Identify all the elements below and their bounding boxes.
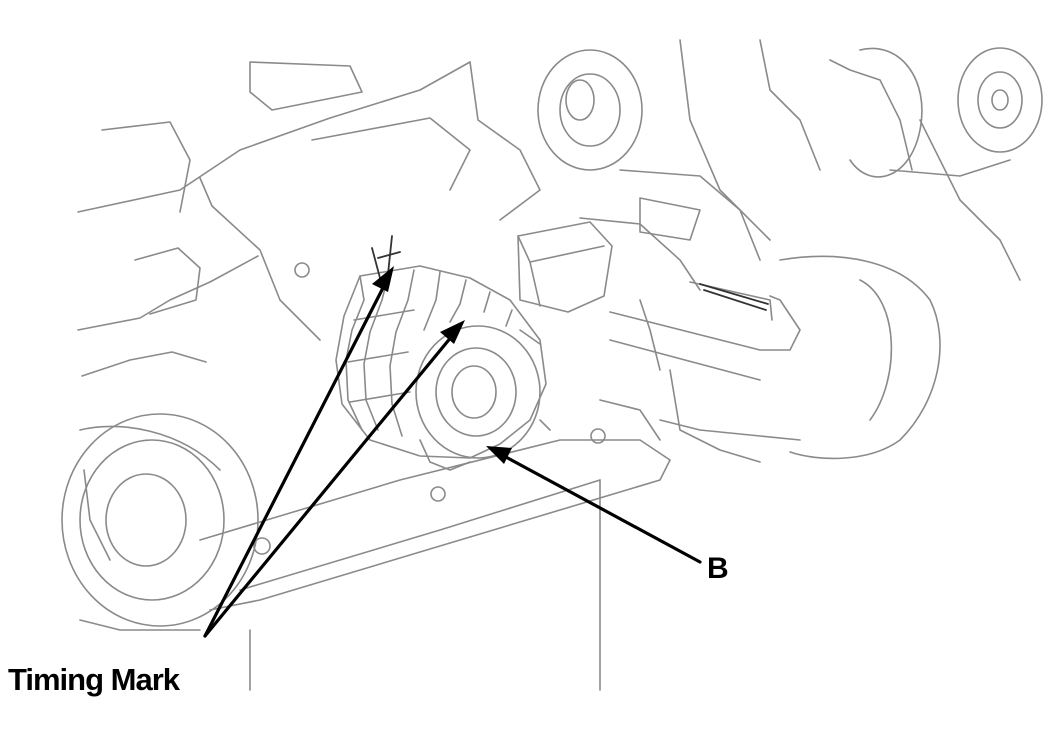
- leader-lines: [203, 266, 702, 638]
- leader-timing-mark-2: [203, 334, 454, 638]
- lower-plate: [79, 262, 671, 691]
- sprocket-b: [335, 235, 551, 471]
- arrowhead-timing-mark-1: [372, 266, 394, 292]
- lower-left-pulley: [61, 413, 259, 627]
- leader-timing-mark-1: [203, 280, 388, 638]
- engine-block-outline: [77, 39, 1021, 561]
- arrowhead-b: [486, 446, 512, 464]
- lower-right-housing: [659, 255, 941, 463]
- callout-timing-mark-label: Timing Mark: [8, 662, 180, 697]
- upper-pulleys: [537, 47, 1043, 178]
- arrowhead-timing-mark-2: [440, 320, 465, 344]
- leader-b: [502, 454, 702, 564]
- bracket-block: [517, 197, 801, 381]
- callout-b-label: B: [707, 552, 729, 585]
